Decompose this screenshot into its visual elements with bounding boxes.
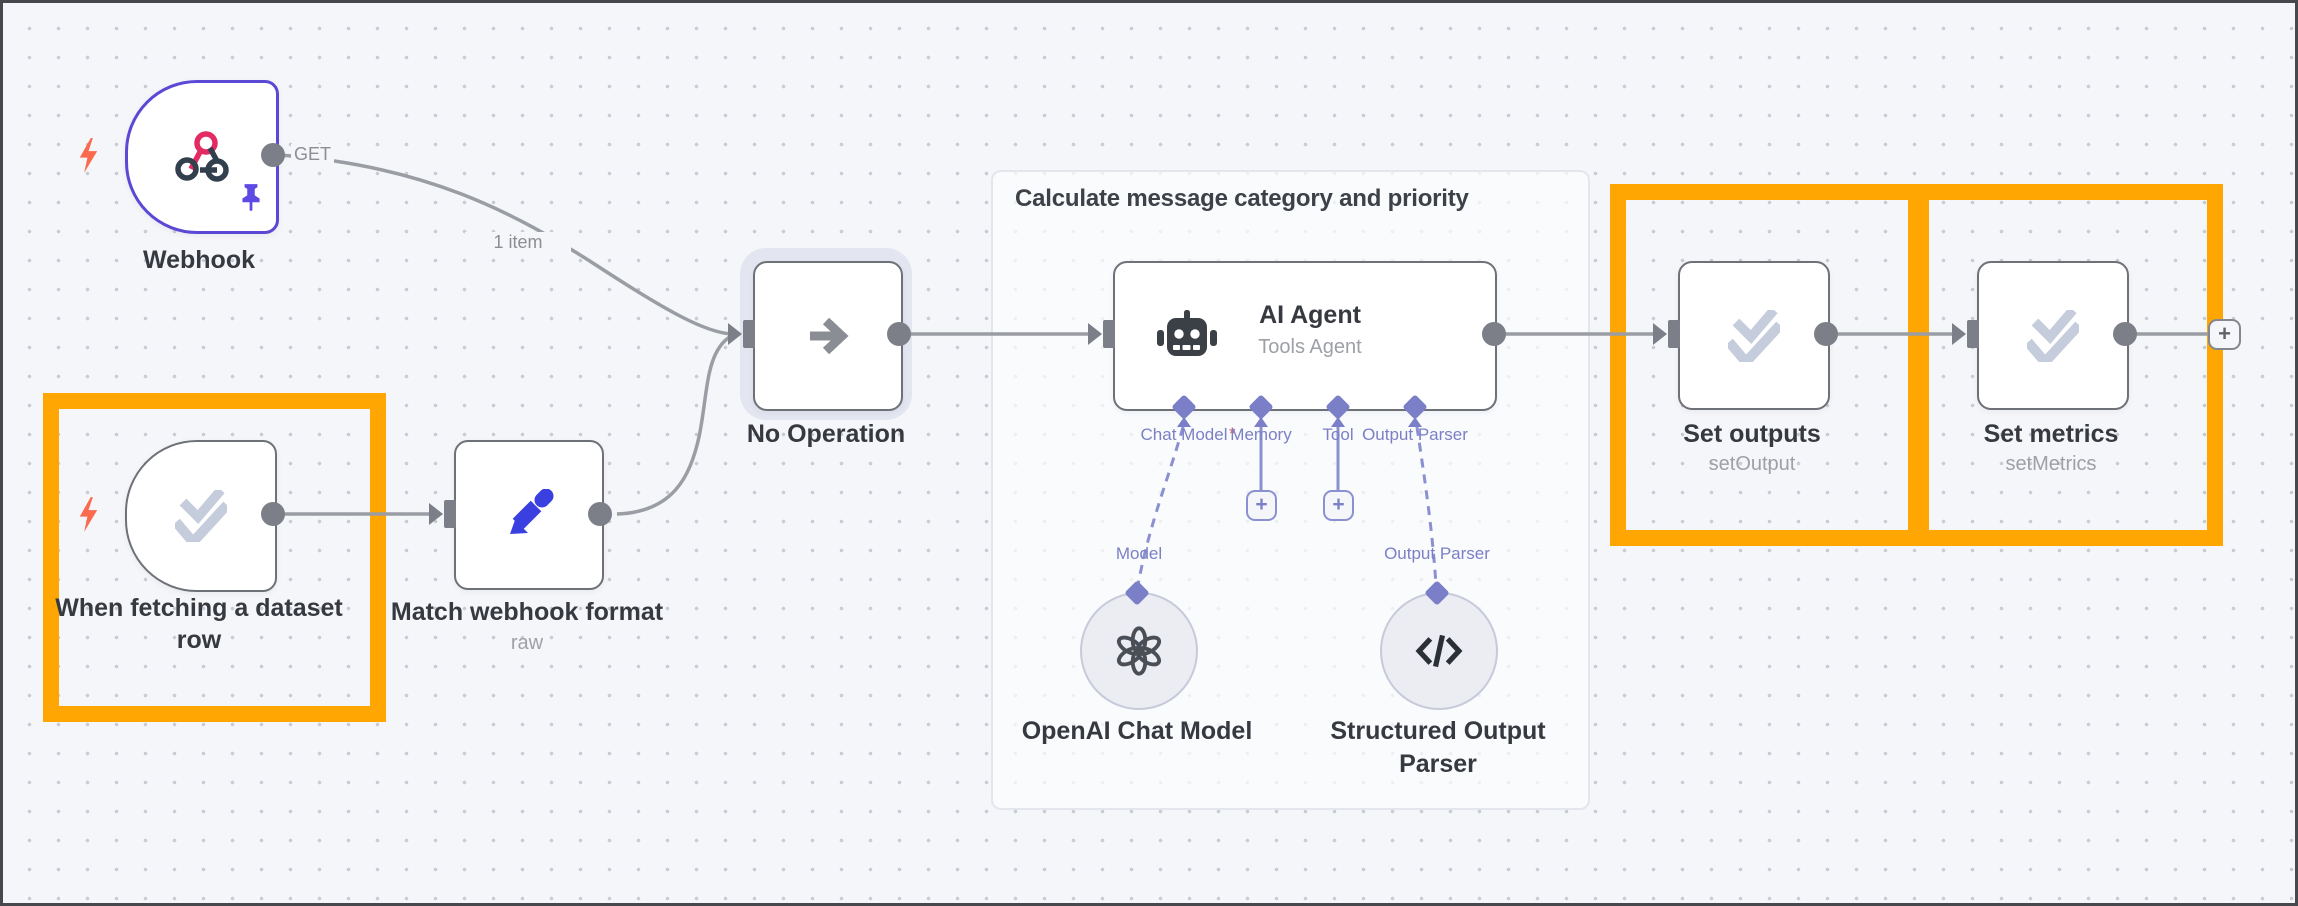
no-operation-output-dot[interactable] [887,322,911,346]
node-webhook[interactable] [125,80,279,234]
arrowhead-output-parser [1408,417,1422,427]
webhook-icon [172,127,232,187]
arrowhead-chat-model [1177,417,1191,427]
node-subtitle-set-outputs: setOutput [1708,453,1796,475]
add-node-button[interactable]: + [2208,319,2241,350]
highlight-when-fetching [43,393,386,722]
ai-agent-output-dot[interactable] [1482,322,1506,346]
when-fetching-output-dot[interactable] [261,502,285,526]
required-marker: * [1229,424,1236,443]
trigger-bolt-icon [75,137,102,174]
highlight-set-metrics [1913,184,2223,546]
pencil-icon [503,489,555,541]
node-label-no-operation: No Operation [746,420,906,448]
ai-agent-input[interactable] [1088,320,1118,348]
port-label-memory: Memory [1230,425,1292,444]
set-outputs-output-dot[interactable] [1814,322,1838,346]
node-label-when-fetching: When fetching a dataset row [55,594,343,654]
arrowhead-memory [1254,417,1268,427]
node-label-set-metrics: Set metrics [1983,420,2119,448]
double-check-icon [1728,309,1780,362]
robot-icon [1155,307,1219,365]
double-check-icon [175,490,227,542]
node-when-fetching[interactable] [125,440,277,592]
node-label-webhook: Webhook [142,246,256,274]
node-structured-output-parser[interactable] [1380,592,1498,710]
wire-item-count: 1 item [465,232,571,253]
node-set-metrics[interactable] [1977,261,2129,410]
arrowhead-tool [1331,417,1345,427]
port-label-output-parser: Output Parser [1362,425,1468,444]
webhook-method-label: GET [291,144,335,165]
double-check-icon [2027,309,2079,362]
set-metrics-input[interactable] [1952,320,1982,348]
code-icon [1413,625,1465,677]
node-subtitle-match-format: raw [510,632,544,654]
set-outputs-input[interactable] [1653,320,1683,348]
node-openai-chat-model[interactable] [1080,592,1198,710]
node-subtitle-set-metrics: setMetrics [2005,453,2097,475]
set-metrics-output-dot[interactable] [2113,322,2137,346]
webhook-output-dot[interactable] [261,143,285,167]
group-title: Calculate message category and priority [1015,185,1469,212]
node-match-format[interactable] [454,440,604,590]
trigger-bolt-icon [75,496,102,533]
match-format-output-dot[interactable] [588,502,612,526]
openai-icon [1110,622,1168,680]
ai-agent-title: AI Agent [1259,301,1361,329]
port-label-chat-model: Chat Model [1140,425,1228,444]
node-ai-agent[interactable]: AI Agent Tools Agent [1113,261,1497,411]
pin-icon [238,183,264,213]
node-no-operation[interactable] [753,261,903,411]
arrow-right-icon [802,310,854,362]
ai-agent-subtitle: Tools Agent [1258,336,1362,358]
node-label-set-outputs: Set outputs [1683,420,1821,448]
node-label-openai: OpenAI Chat Model [1021,717,1253,745]
add-tool-button[interactable]: + [1323,490,1354,521]
port-label-output-parser-input: Output Parser [1384,544,1490,563]
node-set-outputs[interactable] [1678,261,1830,410]
match-format-input[interactable] [429,500,459,528]
no-operation-input[interactable] [728,320,758,348]
port-label-tool: Tool [1322,425,1354,444]
add-memory-button[interactable]: + [1246,490,1277,521]
connection-wires [278,153,2210,586]
port-label-model: Model [1115,544,1163,563]
node-label-structured: Structured Output Parser [1330,717,1546,778]
node-label-match-format: Match webhook format [390,598,664,626]
